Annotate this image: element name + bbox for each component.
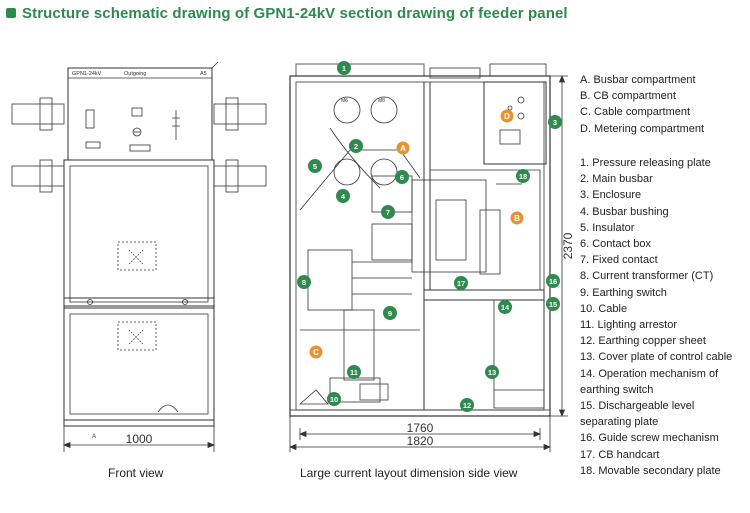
svg-text:8: 8 [302, 278, 306, 287]
legend-part-6: 6. Contact box [580, 238, 651, 251]
legend-part-4: 4. Busbar bushing [580, 205, 669, 218]
title-bullet-icon [6, 8, 16, 18]
svg-text:13: 13 [488, 368, 496, 377]
svg-text:A: A [400, 144, 406, 153]
svg-text:9: 9 [388, 309, 392, 318]
page-title: Structure schematic drawing of GPN1-24kV… [22, 4, 568, 22]
legend-part-13: 13. Cover plate of control cable [580, 351, 733, 364]
legend-part-11: 11. Lighting arrestor [580, 319, 678, 332]
front-view-panel [11, 61, 267, 452]
compartment-marker-a: A [396, 141, 410, 155]
svg-text:14: 14 [501, 303, 510, 312]
svg-text:C: C [313, 348, 319, 357]
marker-8: 8 [297, 275, 311, 289]
svg-text:B: B [514, 214, 520, 223]
legend-item-d: D. Metering compartment [580, 122, 705, 135]
legend-part-17: 17. CB handcart [580, 448, 660, 461]
svg-text:6: 6 [400, 173, 404, 182]
mini-label-m6: M6 [341, 98, 348, 104]
marker-18: 18 [516, 169, 530, 183]
marker-1: 1 [337, 61, 351, 75]
svg-text:12: 12 [463, 401, 471, 410]
legend-part-5: 5. Insulator [580, 221, 635, 234]
svg-text:16: 16 [549, 277, 557, 286]
legend-item-b: B. CB compartment [580, 90, 676, 103]
marker-16: 16 [546, 274, 560, 288]
side-width-outer-dimension: 1820 [407, 434, 434, 448]
svg-text:2: 2 [354, 142, 358, 151]
legend-part-1: 1. Pressure releasing plate [580, 157, 711, 169]
marker-2: 2 [349, 139, 363, 153]
legend-part-16: 16. Guide screw mechanism [580, 432, 719, 445]
legend-part-15: 15. Dischargeable level [580, 400, 695, 413]
legend-part-3: 3. Enclosure [580, 189, 642, 202]
legend-part-2: 2. Main busbar [580, 173, 653, 186]
svg-text:D: D [504, 112, 510, 121]
front-panel-label-mid: Outgoing [124, 71, 146, 77]
marker-5: 5 [308, 159, 322, 173]
compartment-marker-b: B [510, 211, 524, 225]
marker-12: 12 [460, 398, 474, 412]
front-panel-label-right: A5 [200, 71, 207, 77]
marker-4: 4 [336, 189, 350, 203]
svg-text:15: 15 [549, 300, 557, 309]
marker-10: 10 [327, 392, 341, 406]
marker-17: 17 [454, 276, 468, 290]
legend-part-8: 8. Current transformer (CT) [580, 270, 714, 283]
svg-text:18: 18 [519, 172, 527, 181]
svg-text:5: 5 [313, 162, 317, 171]
marker-13: 13 [485, 365, 499, 379]
legend-part-7: 7. Fixed contact [580, 254, 658, 267]
marker-7: 7 [381, 205, 395, 219]
side-view-panel [288, 63, 568, 452]
front-width-dimension: 1000 [126, 432, 153, 446]
header: Structure schematic drawing of GPN1-24kV… [6, 2, 568, 24]
front-view-caption: Front view [108, 466, 164, 480]
svg-text:4: 4 [341, 192, 346, 201]
marker-9: 9 [383, 306, 397, 320]
marker-11: 11 [347, 365, 361, 379]
side-width-inner-dimension: 1760 [407, 421, 434, 435]
legend-part-12: 12. Earthing copper sheet [580, 335, 706, 348]
compartment-marker-c: C [309, 345, 323, 359]
svg-text:1: 1 [342, 64, 346, 73]
svg-text:11: 11 [350, 368, 358, 377]
legend-part-14-cont: earthing switch [580, 383, 654, 396]
legend-item-a: A. Busbar compartment [580, 74, 696, 86]
svg-text:10: 10 [330, 395, 338, 404]
marker-3: 3 [548, 115, 562, 129]
front-panel-label-left: GPN1-24kV [72, 71, 102, 77]
marker-15: 15 [546, 297, 560, 311]
svg-text:17: 17 [457, 279, 465, 288]
svg-text:7: 7 [386, 208, 390, 217]
legend-part-18: 18. Movable secondary plate [580, 464, 721, 477]
legend-compartments: A. Busbar compartment B. CB compartment … [580, 72, 704, 137]
legend-parts: 1. Pressure releasing plate 2. Main busb… [580, 155, 732, 479]
legend-part-9: 9. Earthing switch [580, 286, 667, 299]
legend-part-14: 14. Operation mechanism of [580, 367, 719, 380]
mini-label-m8: M8 [378, 98, 385, 104]
front-dim-mark: A [92, 434, 96, 440]
compartment-marker-d: D [500, 109, 514, 123]
svg-text:3: 3 [553, 118, 557, 127]
legend-part-10: 10. Cable [580, 302, 628, 315]
side-height-dimension: 2370 [561, 232, 575, 259]
side-view-caption: Large current layout dimension side view [300, 466, 518, 480]
legend-part-15-cont: separating plate [580, 416, 659, 429]
marker-6: 6 [395, 170, 409, 184]
marker-14: 14 [498, 300, 512, 314]
legend-item-c: C. Cable compartment [580, 106, 691, 119]
